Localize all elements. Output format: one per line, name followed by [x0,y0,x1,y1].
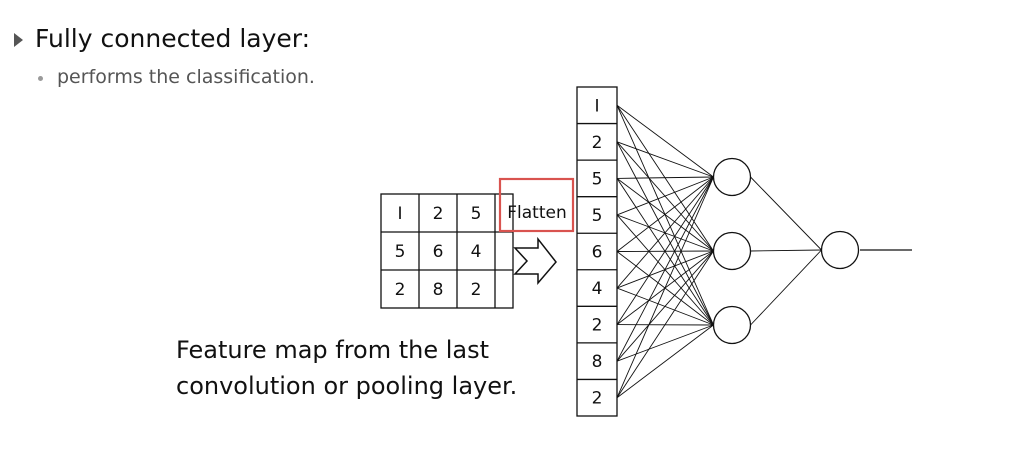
feature-map-cell: 8 [433,280,444,300]
connection-line [616,250,714,362]
vector-cell: 5 [592,169,603,189]
vector-cell: 5 [592,206,603,226]
vector-cell: 2 [592,133,603,153]
connection-line [750,176,822,251]
heading-text: Fully connected layer: [35,24,311,53]
output-neuron [820,230,860,270]
connection-line [616,176,714,252]
connection-line [616,141,714,178]
caption: Feature map from the last convolution or… [176,332,517,404]
feature-map-cell: 2 [433,204,444,224]
feature-map-border [380,193,514,309]
flatten-label: Flatten [507,203,566,223]
flatten-highlight-border [498,177,575,233]
network-connections [616,104,822,399]
bullet-dot-icon [38,76,43,81]
hidden-neuron [712,157,752,197]
connection-line [616,176,714,398]
flatten-box: Flatten [498,177,575,233]
heading-row: Fully connected layer: [14,24,310,53]
connection-line [616,104,714,178]
feature-map-cell: 5 [395,242,406,262]
flattened-vector: I 2 5 5 6 4 2 8 2 [576,86,618,417]
connection-line [616,176,714,362]
hidden-neuron [712,231,752,271]
connection-line [616,176,714,289]
feature-map-cell: 2 [395,280,406,300]
connection-line [616,250,714,398]
vector-cell: I [594,96,599,116]
connection-line [616,324,714,399]
feature-map-cell: I [397,204,402,224]
feature-map-cell: 4 [471,242,482,262]
connection-line [616,176,714,216]
connection-line [616,176,714,325]
vector-cell: 4 [592,279,603,299]
connection-line [616,324,714,362]
connection-line [750,249,822,252]
bullet-arrow-icon [14,32,23,47]
feature-map-cell: 2 [471,280,482,300]
caption-line: Feature map from the last [176,336,490,364]
feature-map-grid: I 2 5 5 6 4 2 8 2 [380,193,514,309]
vector-cell: 6 [592,243,603,263]
flatten-arrow-icon [513,236,557,286]
vector-cell: 2 [592,389,603,409]
vector-cell: 8 [592,352,603,372]
network-neurons [712,157,860,345]
hidden-neuron [712,305,752,345]
connection-line [616,176,714,179]
subpoint-row: performs the classification. [38,66,315,88]
caption-line: convolution or pooling layer. [176,372,518,400]
connection-line [750,249,822,326]
feature-map-cell: 5 [471,204,482,224]
subpoint-text: performs the classification. [57,66,315,88]
vector-cell: 2 [592,316,603,336]
feature-map-cell: 6 [433,242,444,262]
